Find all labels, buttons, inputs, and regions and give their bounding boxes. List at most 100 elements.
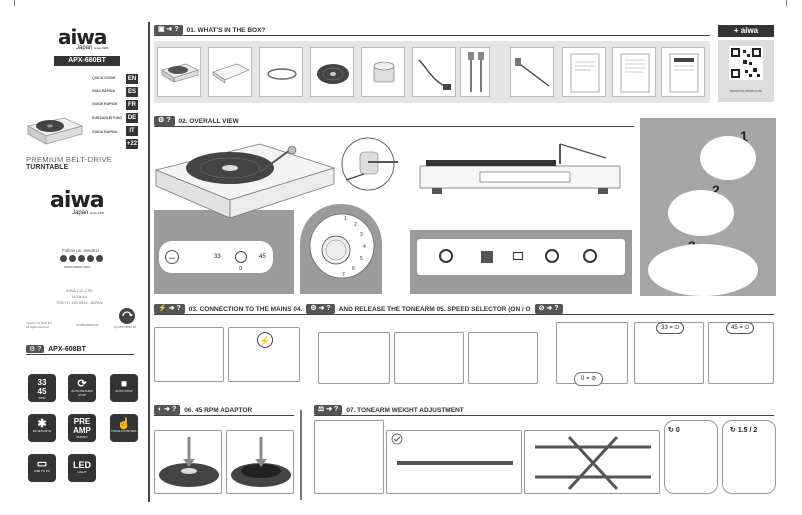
info-icon: ⚙ ?: [26, 345, 45, 353]
box-item-turntable: [157, 47, 201, 97]
youtube-icon[interactable]: [96, 255, 103, 262]
power-symbol: ⚡: [257, 332, 273, 348]
rca-out-l[interactable]: [545, 249, 559, 263]
no-icon: ⊘: [591, 376, 597, 382]
lang-code-column: EN ES FR DE IT +22: [126, 74, 138, 149]
tonearm-step-2: [394, 332, 464, 384]
pinterest-icon[interactable]: [87, 255, 94, 262]
lang-code-more: +22: [126, 139, 138, 149]
left-divider: [148, 22, 150, 502]
brand-logo: aiwa: [58, 25, 107, 49]
box-item-manual-2: [612, 47, 656, 97]
box-item-power-cable: [412, 47, 456, 97]
tonearm-level-correct: [397, 461, 513, 465]
box-icon: ▣ ➜ ?: [154, 25, 183, 35]
instagram-icon[interactable]: [78, 255, 85, 262]
box-item-belt: [259, 47, 303, 97]
trim-mark-right: [786, 0, 787, 6]
front-control-panel: aiwa 33 0 45: [158, 240, 274, 274]
adaptor-icon: ◐ ➜ ?: [154, 405, 181, 415]
model-badge: APX-680BT: [54, 56, 120, 66]
section-04-title: AND RELEASE THE TONEARM 05. SPEED SELECT…: [338, 305, 531, 313]
version-text: Version 1.0 2022 EU All rights reserved: [26, 321, 52, 329]
feature-bluetooth: ✱BLUETOOTH: [28, 414, 56, 442]
section-01-header: ▣ ➜ ? 01. WHAT'S IN THE BOX?: [154, 25, 710, 36]
doc-code: APXBSADBT1221: [76, 323, 100, 327]
model-box-header: ⚙ ? APX-608BT: [26, 344, 134, 355]
step-circle-3: [648, 244, 758, 296]
brand-logo-2: aiwa: [50, 188, 105, 213]
weight-step-1: [314, 420, 384, 494]
lang-code-en: EN: [126, 74, 138, 84]
tonearm-step-1: [318, 332, 390, 384]
speed-knob[interactable]: [235, 251, 247, 263]
box-item-usb-cable: [510, 47, 554, 97]
lang-it: GUIDA RAPIDA: [92, 130, 118, 134]
feature-touch: ☝TOUCH CONTROL: [110, 414, 138, 442]
weight-icon: ⚖ ➜ ?: [314, 405, 343, 415]
feature-usb: ▭USB TO PC: [28, 454, 56, 482]
follow-text: Follow us: aiwaEU: [62, 248, 100, 253]
qr-code-icon: [729, 46, 763, 80]
svg-text:7: 7: [342, 272, 345, 278]
section-06-title: 06. 45 RPM ADAPTOR: [184, 406, 253, 414]
mains-step-1: [154, 327, 224, 382]
tonearm-step-3: [468, 332, 538, 384]
svg-text:2: 2: [354, 222, 357, 228]
view-icon: ⚙ ?: [154, 116, 175, 126]
tonearm-detail-circle: [341, 137, 398, 191]
release-icon: ⚙ ➜ ?: [306, 304, 335, 314]
speed-icon: ⊘ ➜ ?: [534, 304, 563, 314]
step-number-1: 1: [740, 128, 748, 144]
plus-aiwa-badge: + aiwa: [718, 25, 774, 37]
step-circle-2: [668, 190, 734, 236]
adaptor-step-2: [226, 430, 294, 494]
facebook-icon[interactable]: [60, 255, 67, 262]
feature-auto-return: ⟳AUTO RETURN STOP: [68, 374, 96, 402]
lang-code-fr: FR: [126, 100, 138, 110]
usb-port[interactable]: [513, 252, 523, 260]
weight-step-5: [722, 420, 776, 494]
product-subtitle: TURNTABLE: [26, 164, 69, 171]
brand-sub: Japan since 1951: [76, 45, 109, 51]
turntable-thumbnail: [26, 117, 84, 145]
lang-es: GUÍA RÁPIDA: [92, 89, 116, 93]
speed-0-label: 0: [239, 266, 242, 272]
box-item-manual-1: [562, 47, 606, 97]
trim-mark-left: [14, 0, 15, 6]
svg-text:4: 4: [363, 244, 366, 250]
weight-zero-label: ↻ 0: [668, 427, 680, 434]
rca-out-r[interactable]: [583, 249, 597, 263]
section-07-header: ⚖ ➜ ? 07. TONEARM WEIGHT ADJUSTMENT: [314, 405, 774, 416]
twitter-icon[interactable]: [69, 255, 76, 262]
power-jack[interactable]: [439, 249, 453, 263]
svg-text:6: 6: [352, 266, 355, 272]
weight-step-2-correct: [386, 430, 522, 494]
social-icons: [60, 255, 103, 262]
svg-text:3: 3: [360, 232, 363, 238]
weight-step-4: [664, 420, 718, 494]
speed-33-button: 33 = ⏻: [656, 322, 685, 334]
lang-code-de: DE: [126, 113, 138, 123]
model-box-title: APX-608BT: [48, 345, 86, 353]
box-item-adaptor: [361, 47, 405, 97]
section-02-title: 02. OVERALL VIEW: [178, 117, 239, 125]
lang-en: QUICK GUIDE: [92, 76, 116, 80]
adaptor-step-1: [154, 430, 222, 494]
section-03-title: 03. CONNECTION TO THE MAINS 04.: [188, 305, 303, 313]
speed-33-label: 33: [214, 254, 221, 260]
turntable-iso: [154, 143, 336, 219]
qs-code: QS APX-680BT EU: [114, 326, 137, 329]
box-item-platter: [310, 47, 354, 97]
website-left: www.aiwa.com: [64, 264, 91, 269]
section-07-title: 07. TONEARM WEIGHT ADJUSTMENT: [346, 406, 464, 414]
product-title: PREMIUM BELT-DRIVE: [26, 155, 113, 164]
weight-value-label: ↻ 1.5 / 2: [730, 427, 758, 434]
box-item-rca-cable: [460, 47, 490, 97]
lang-de: KURZANLEITUNG: [92, 116, 123, 120]
qr-code-panel[interactable]: www.eu-aiwa.com: [718, 40, 774, 102]
step-circle-1: [700, 136, 756, 180]
line-switch[interactable]: [481, 251, 493, 263]
